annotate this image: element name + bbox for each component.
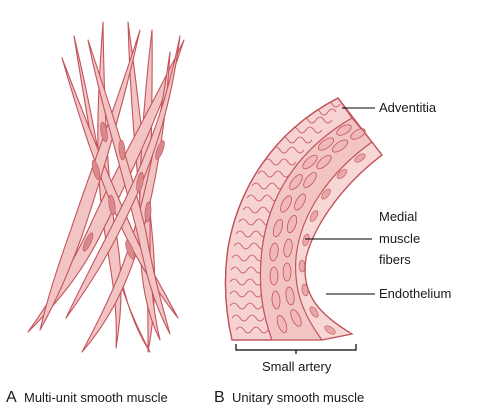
nucleus [91,160,101,180]
panel-b-caption: Unitary smooth muscle [232,390,364,405]
nucleus [100,121,108,143]
multi-unit-fiber-bundle [27,21,185,353]
fiber-nuclei [82,121,165,260]
nucleus [125,240,135,260]
panel-a-caption: Multi-unit smooth muscle [24,390,168,405]
nucleus [144,201,152,223]
leader-lines [305,107,375,295]
label-endothelium: Endothelium [379,286,451,301]
artery-bracket [235,344,357,354]
muscle-fiber [87,39,171,335]
label-small-artery: Small artery [262,359,332,374]
panel-a-letter: A [6,389,17,406]
artery-outline [224,97,383,341]
endothelial-cells [298,153,366,335]
label-adventitia: Adventitia [379,100,437,115]
nucleus [82,232,94,252]
panel-b-letter: B [214,389,225,406]
nucleus [108,194,116,216]
muscle-fiber [81,51,171,353]
medial-fibers [269,124,366,333]
nucleus [155,140,165,160]
label-medial-line2: muscle [379,231,420,246]
nucleus [118,139,126,161]
nucleus [136,171,144,193]
label-medial-line1: Medial [379,209,417,224]
adventitia-texture [229,100,341,334]
label-medial-line3: fibers [379,252,411,267]
small-artery-wall [224,97,383,341]
muscle-fiber [65,35,181,319]
muscle-fiber [39,29,141,331]
